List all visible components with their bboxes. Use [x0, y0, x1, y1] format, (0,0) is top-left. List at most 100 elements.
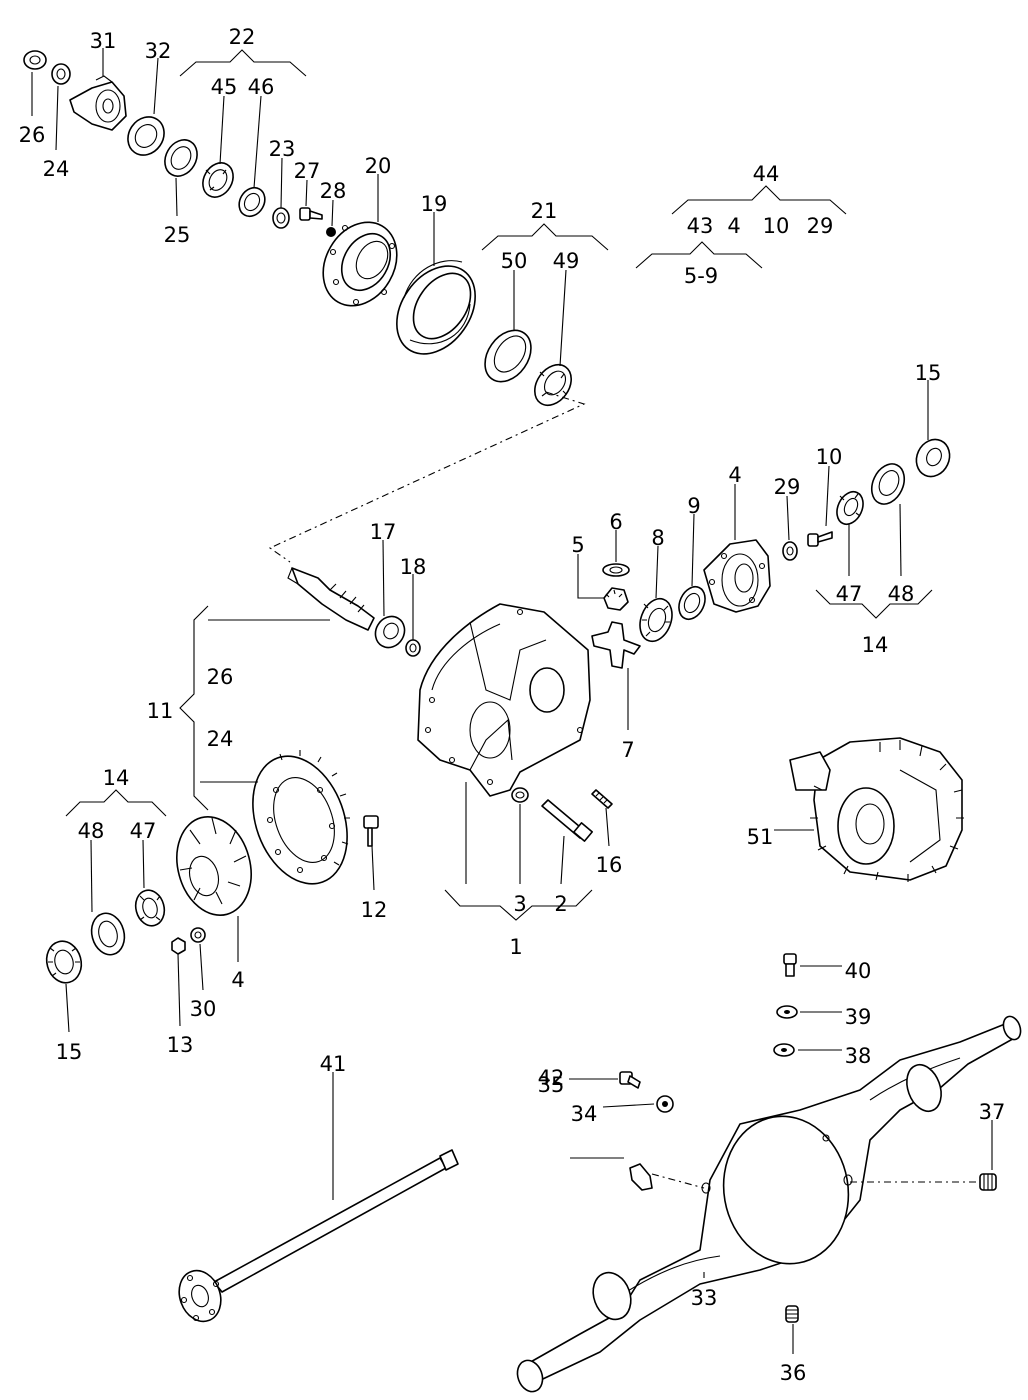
pinion-centerline: [268, 391, 586, 563]
washer-30: [190, 927, 206, 943]
shim-23: [272, 207, 290, 229]
bolt-40: [783, 953, 797, 977]
part-label-45: 45: [211, 75, 238, 99]
pinion-gear-11: [287, 567, 375, 631]
part-label-3: 3: [513, 892, 526, 916]
part-label-19: 19: [421, 192, 448, 216]
part-label-48: 48: [888, 582, 915, 606]
part-label-20: 20: [365, 154, 392, 178]
bearing-45: [202, 162, 234, 198]
part-label-32: 32: [145, 39, 172, 63]
bolt-12: [363, 815, 379, 847]
diff-case-half-4: [703, 539, 771, 613]
part-label-42: 42: [538, 1066, 565, 1090]
washer-29-right: [782, 541, 798, 561]
part-label-44: 44: [753, 162, 780, 186]
part-label-18: 18: [400, 555, 427, 579]
part-label-11: 11: [147, 699, 174, 723]
flange-31: [69, 75, 127, 131]
ring-46: [238, 186, 266, 218]
bearing-cup-48-right: [870, 463, 906, 505]
part-label-4: 4: [727, 214, 740, 238]
part-label-27: 27: [294, 159, 321, 183]
part-label-5: 5: [571, 533, 584, 557]
bolt-35: [619, 1071, 641, 1089]
axle-housing-33: [516, 1015, 1022, 1393]
part-label-43: 43: [687, 214, 714, 238]
grouping-brackets: [65, 49, 933, 921]
bearing-race-50: [484, 329, 532, 383]
part-label-21: 21: [531, 199, 558, 223]
bearing-race-25: [164, 139, 198, 177]
part-label-51: 51: [747, 825, 774, 849]
housing-cover-20: [322, 221, 398, 307]
washer-18: [405, 639, 421, 657]
part-label-47: 47: [130, 819, 157, 843]
part-label-17: 17: [370, 520, 397, 544]
part-label-14: 14: [862, 633, 889, 657]
ring-gear-11: [252, 750, 350, 885]
part-label-35: 35: [538, 1073, 565, 1097]
cross-shaft-7: [591, 621, 641, 669]
bolt-2: [541, 799, 594, 842]
leader-lines: [31, 48, 993, 1354]
adjuster-nut-15-right: [915, 438, 951, 478]
part-label-50: 50: [501, 249, 528, 273]
part-label-34: 34: [571, 1102, 598, 1126]
part-label-12: 12: [361, 898, 388, 922]
carrier-housing-1: [417, 603, 591, 797]
washer-34: [656, 1095, 674, 1113]
adjuster-nut-15-left: [45, 940, 83, 984]
washer-28: [326, 227, 336, 237]
fitting-42: [629, 1163, 653, 1191]
washer-3: [511, 787, 529, 803]
part-label-15: 15: [56, 1040, 83, 1064]
part-label-1: 1: [509, 935, 522, 959]
assembled-carrier-51: [789, 737, 964, 882]
part-label-5-9: 5-9: [684, 264, 718, 288]
washer-39: [776, 1005, 798, 1019]
part-label-14: 14: [103, 766, 130, 790]
nut-13: [171, 937, 186, 955]
bearing-47-left: [134, 889, 166, 927]
part-label-29: 29: [774, 475, 801, 499]
part-label-24: 24: [207, 727, 234, 751]
part-label-4: 4: [728, 463, 741, 487]
thrust-washer-9: [678, 585, 706, 621]
plug-37: [979, 1173, 997, 1191]
axle-shaft-41: [178, 1149, 459, 1323]
part-label-47: 47: [836, 582, 863, 606]
pinion-gear-5: [603, 587, 629, 611]
part-label-4: 4: [231, 968, 244, 992]
bearing-cup-48-left: [90, 912, 126, 956]
bolt-10-right: [807, 531, 833, 547]
plug-36: [785, 1305, 799, 1323]
washer-6: [602, 563, 630, 577]
part-label-7: 7: [621, 738, 634, 762]
bearing-17: [374, 615, 406, 649]
drain-centerline: [651, 1173, 705, 1189]
part-label-8: 8: [651, 526, 664, 550]
bolt-27: [299, 207, 323, 221]
part-label-36: 36: [780, 1361, 807, 1385]
part-label-41: 41: [320, 1052, 347, 1076]
part-label-40: 40: [845, 959, 872, 983]
part-label-39: 39: [845, 1005, 872, 1029]
washer-24: [51, 63, 71, 85]
seal-32: [127, 116, 165, 156]
part-label-30: 30: [190, 997, 217, 1021]
part-label-25: 25: [164, 223, 191, 247]
part-label-48: 48: [78, 819, 105, 843]
part-label-46: 46: [248, 75, 275, 99]
part-label-22: 22: [229, 25, 256, 49]
part-label-2: 2: [554, 892, 567, 916]
part-label-24: 24: [43, 157, 70, 181]
part-label-10: 10: [816, 445, 843, 469]
diff-case-4-left: [176, 816, 252, 916]
part-label-49: 49: [553, 249, 580, 273]
housing-19: [396, 260, 476, 355]
part-label-38: 38: [845, 1044, 872, 1068]
part-label-16: 16: [596, 853, 623, 877]
stud-16: [591, 789, 613, 809]
